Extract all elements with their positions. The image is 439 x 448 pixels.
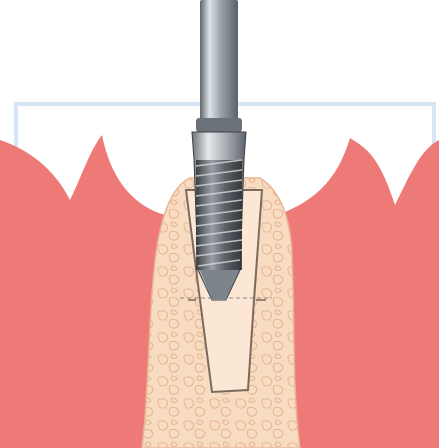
implant-threads	[196, 160, 242, 270]
driver-shaft-icon	[200, 0, 238, 128]
driver-collar	[196, 118, 242, 132]
